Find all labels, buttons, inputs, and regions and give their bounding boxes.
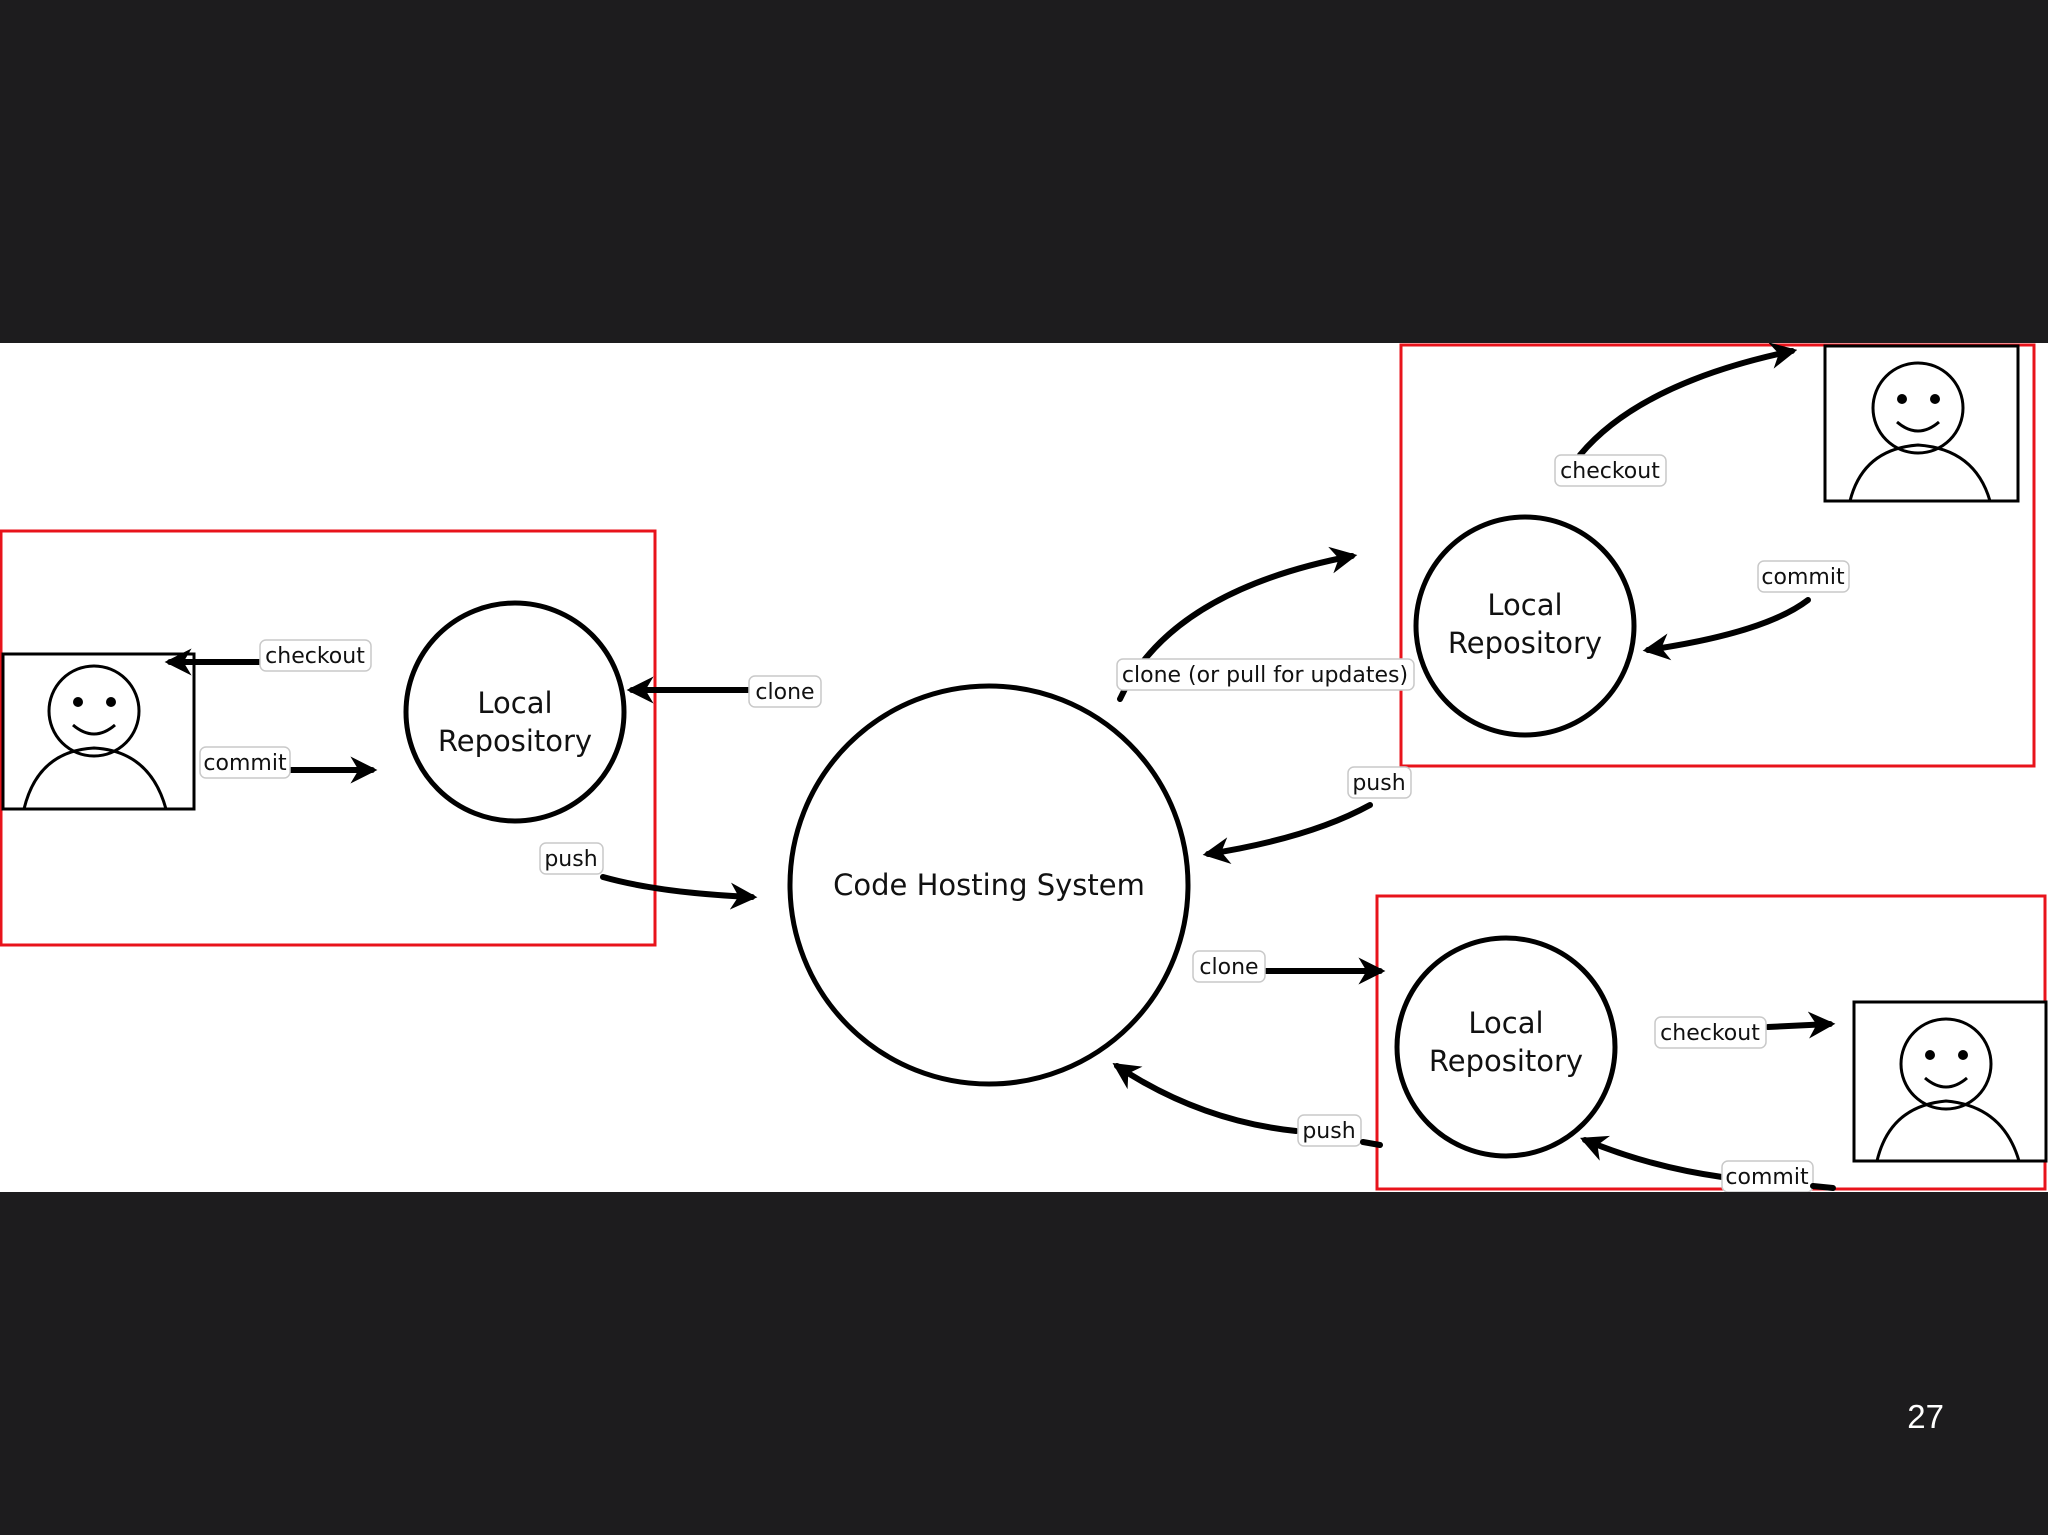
code-hosting-system-node: Code Hosting System <box>787 683 1191 1087</box>
bottom-right-commit-label: commit <box>1721 1160 1814 1192</box>
bottom-right-commit-arrow <box>1580 1135 1725 1180</box>
svg-text:clone: clone <box>755 680 814 705</box>
diagram-area: Code Hosting System Local Repository ch <box>0 343 2048 1192</box>
top-right-push-arrow <box>1202 802 1373 864</box>
bottom-right-repo-label-line2: Repository <box>1429 1044 1583 1078</box>
svg-text:push: push <box>1352 771 1405 796</box>
bottom-right-checkout-label: checkout <box>1654 1016 1767 1049</box>
svg-text:checkout: checkout <box>1660 1021 1760 1046</box>
svg-text:push: push <box>544 847 597 872</box>
workflow-diagram: Code Hosting System Local Repository ch <box>0 343 2048 1192</box>
svg-text:commit: commit <box>1725 1165 1809 1190</box>
page-number: 27 <box>1907 1398 1944 1435</box>
svg-text:push: push <box>1302 1119 1355 1144</box>
top-right-push-label: push <box>1347 766 1412 799</box>
left-local-repository-node: Local Repository <box>403 600 627 824</box>
svg-text:checkout: checkout <box>265 644 365 669</box>
code-hosting-system-label: Code Hosting System <box>833 868 1145 902</box>
svg-text:checkout: checkout <box>1560 459 1660 484</box>
left-commit-label: commit <box>199 746 291 779</box>
left-push-arrow <box>600 874 758 910</box>
bottom-right-clone-label: clone <box>1192 950 1266 983</box>
left-repo-label-line1: Local <box>477 686 552 720</box>
left-clone-label: clone <box>748 675 822 708</box>
bottom-right-checkout-arrow <box>1765 1011 1836 1039</box>
bottom-right-push-tail <box>1360 1139 1383 1148</box>
bottom-right-local-repository-node: Local Repository <box>1394 935 1618 1159</box>
bottom-right-commit-tail <box>1810 1183 1836 1191</box>
top-right-checkout-arrow <box>1577 343 1798 458</box>
left-person <box>1 652 196 811</box>
bottom-right-repo-label-line1: Local <box>1468 1006 1543 1040</box>
svg-text:commit: commit <box>1761 565 1845 590</box>
top-right-group-highlight-box <box>1399 343 2036 768</box>
top-right-local-repository-node: Local Repository <box>1413 514 1637 738</box>
bottom-right-push-arrow <box>1112 1063 1299 1134</box>
top-right-person <box>1823 344 2020 503</box>
top-right-commit-label: commit <box>1757 560 1850 593</box>
left-push-label: push <box>539 842 604 875</box>
top-right-repo-label-line1: Local <box>1487 588 1562 622</box>
top-right-clone-label: clone (or pull for updates) <box>1116 658 1415 691</box>
top-right-repo-label-line2: Repository <box>1448 626 1602 660</box>
svg-text:clone (or pull for updates): clone (or pull for updates) <box>1122 663 1408 688</box>
bottom-right-push-label: push <box>1297 1114 1362 1147</box>
svg-text:commit: commit <box>203 751 287 776</box>
left-group-highlight-box <box>0 529 657 947</box>
top-right-commit-arrow <box>1642 597 1811 661</box>
bottom-right-person <box>1852 1000 2048 1163</box>
left-repo-label-line2: Repository <box>438 724 592 758</box>
top-right-checkout-label: checkout <box>1554 454 1667 487</box>
svg-text:clone: clone <box>1199 955 1258 980</box>
left-checkout-label: checkout <box>259 639 372 672</box>
